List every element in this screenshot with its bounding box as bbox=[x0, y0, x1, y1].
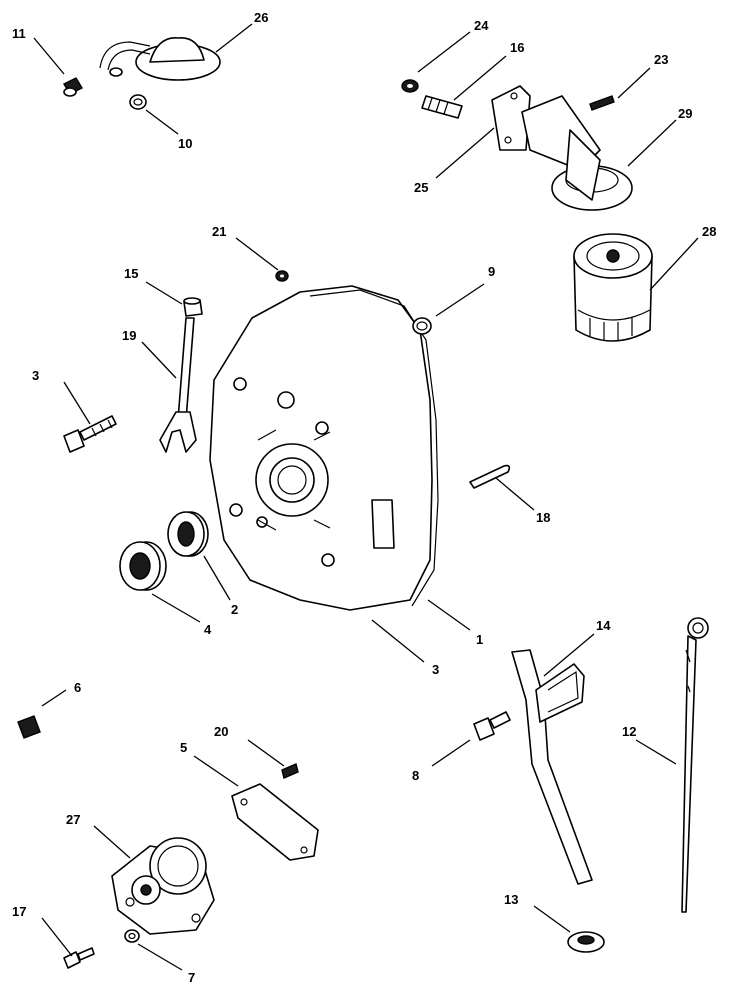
callout-3-closure: 3 bbox=[432, 662, 439, 677]
callout-26: 26 bbox=[254, 10, 268, 25]
part-breather-fitting bbox=[63, 77, 83, 97]
part-oil-filter-28 bbox=[573, 233, 653, 342]
callout-28: 28 bbox=[702, 224, 716, 239]
callout-8: 8 bbox=[412, 768, 419, 783]
callout-14: 14 bbox=[596, 618, 611, 633]
part-screw-23 bbox=[589, 95, 615, 111]
callout-13: 13 bbox=[504, 892, 518, 907]
part-filter-adapter-29 bbox=[521, 95, 633, 211]
callout-24: 24 bbox=[474, 18, 489, 33]
part-governor-shaft-19 bbox=[159, 317, 197, 453]
callout-29: 29 bbox=[678, 106, 692, 121]
part-washer-24 bbox=[401, 79, 419, 93]
part-governor-cup-15 bbox=[183, 297, 203, 317]
part-bearing-2 bbox=[167, 511, 209, 557]
part-oil-seal-4 bbox=[119, 541, 167, 591]
part-breather-cover bbox=[99, 37, 221, 81]
part-hex-bolt-8 bbox=[473, 711, 511, 741]
part-plug-6 bbox=[17, 715, 41, 739]
callout-27: 27 bbox=[66, 812, 80, 827]
leader-lines bbox=[33, 23, 699, 971]
callout-4: 4 bbox=[204, 622, 212, 637]
part-washer-21 bbox=[275, 270, 289, 282]
callout-7: 7 bbox=[188, 970, 195, 985]
part-closure-plate-1 bbox=[209, 285, 439, 611]
callout-15: 15 bbox=[124, 266, 138, 281]
callout-labels: 1 2 3 3 4 5 6 7 8 9 10 11 12 13 14 15 16… bbox=[12, 10, 716, 985]
callout-21: 21 bbox=[212, 224, 226, 239]
part-oring-9 bbox=[412, 317, 432, 335]
part-hex-bolt-3 bbox=[63, 415, 117, 453]
callout-10: 10 bbox=[178, 136, 192, 151]
part-nipple-16 bbox=[421, 95, 463, 119]
callout-11: 11 bbox=[12, 26, 26, 41]
callout-23: 23 bbox=[654, 52, 668, 67]
callout-25: 25 bbox=[414, 180, 428, 195]
callout-18: 18 bbox=[536, 510, 550, 525]
part-cover-plate-5 bbox=[231, 783, 319, 861]
callout-2: 2 bbox=[231, 602, 238, 617]
part-oil-pump-27 bbox=[111, 837, 215, 935]
part-gasket-25 bbox=[491, 85, 531, 151]
callout-17: 17 bbox=[12, 904, 26, 919]
part-oring-7 bbox=[124, 929, 140, 943]
callout-6: 6 bbox=[74, 680, 81, 695]
callout-9: 9 bbox=[488, 264, 495, 279]
part-washer-10 bbox=[129, 94, 147, 110]
callout-5: 5 bbox=[180, 740, 187, 755]
callout-16: 16 bbox=[510, 40, 524, 55]
part-cotter-pin-18 bbox=[469, 464, 511, 489]
callout-19: 19 bbox=[122, 328, 136, 343]
callout-3-bolt: 3 bbox=[32, 368, 39, 383]
part-screw-17 bbox=[63, 947, 95, 969]
part-dipstick-tube-14 bbox=[511, 649, 593, 885]
part-screw-20 bbox=[281, 763, 299, 779]
part-grommet-13 bbox=[567, 931, 605, 953]
callout-1: 1 bbox=[476, 632, 483, 647]
callout-12: 12 bbox=[622, 724, 636, 739]
part-dipstick-12 bbox=[681, 617, 709, 913]
callout-20: 20 bbox=[214, 724, 228, 739]
